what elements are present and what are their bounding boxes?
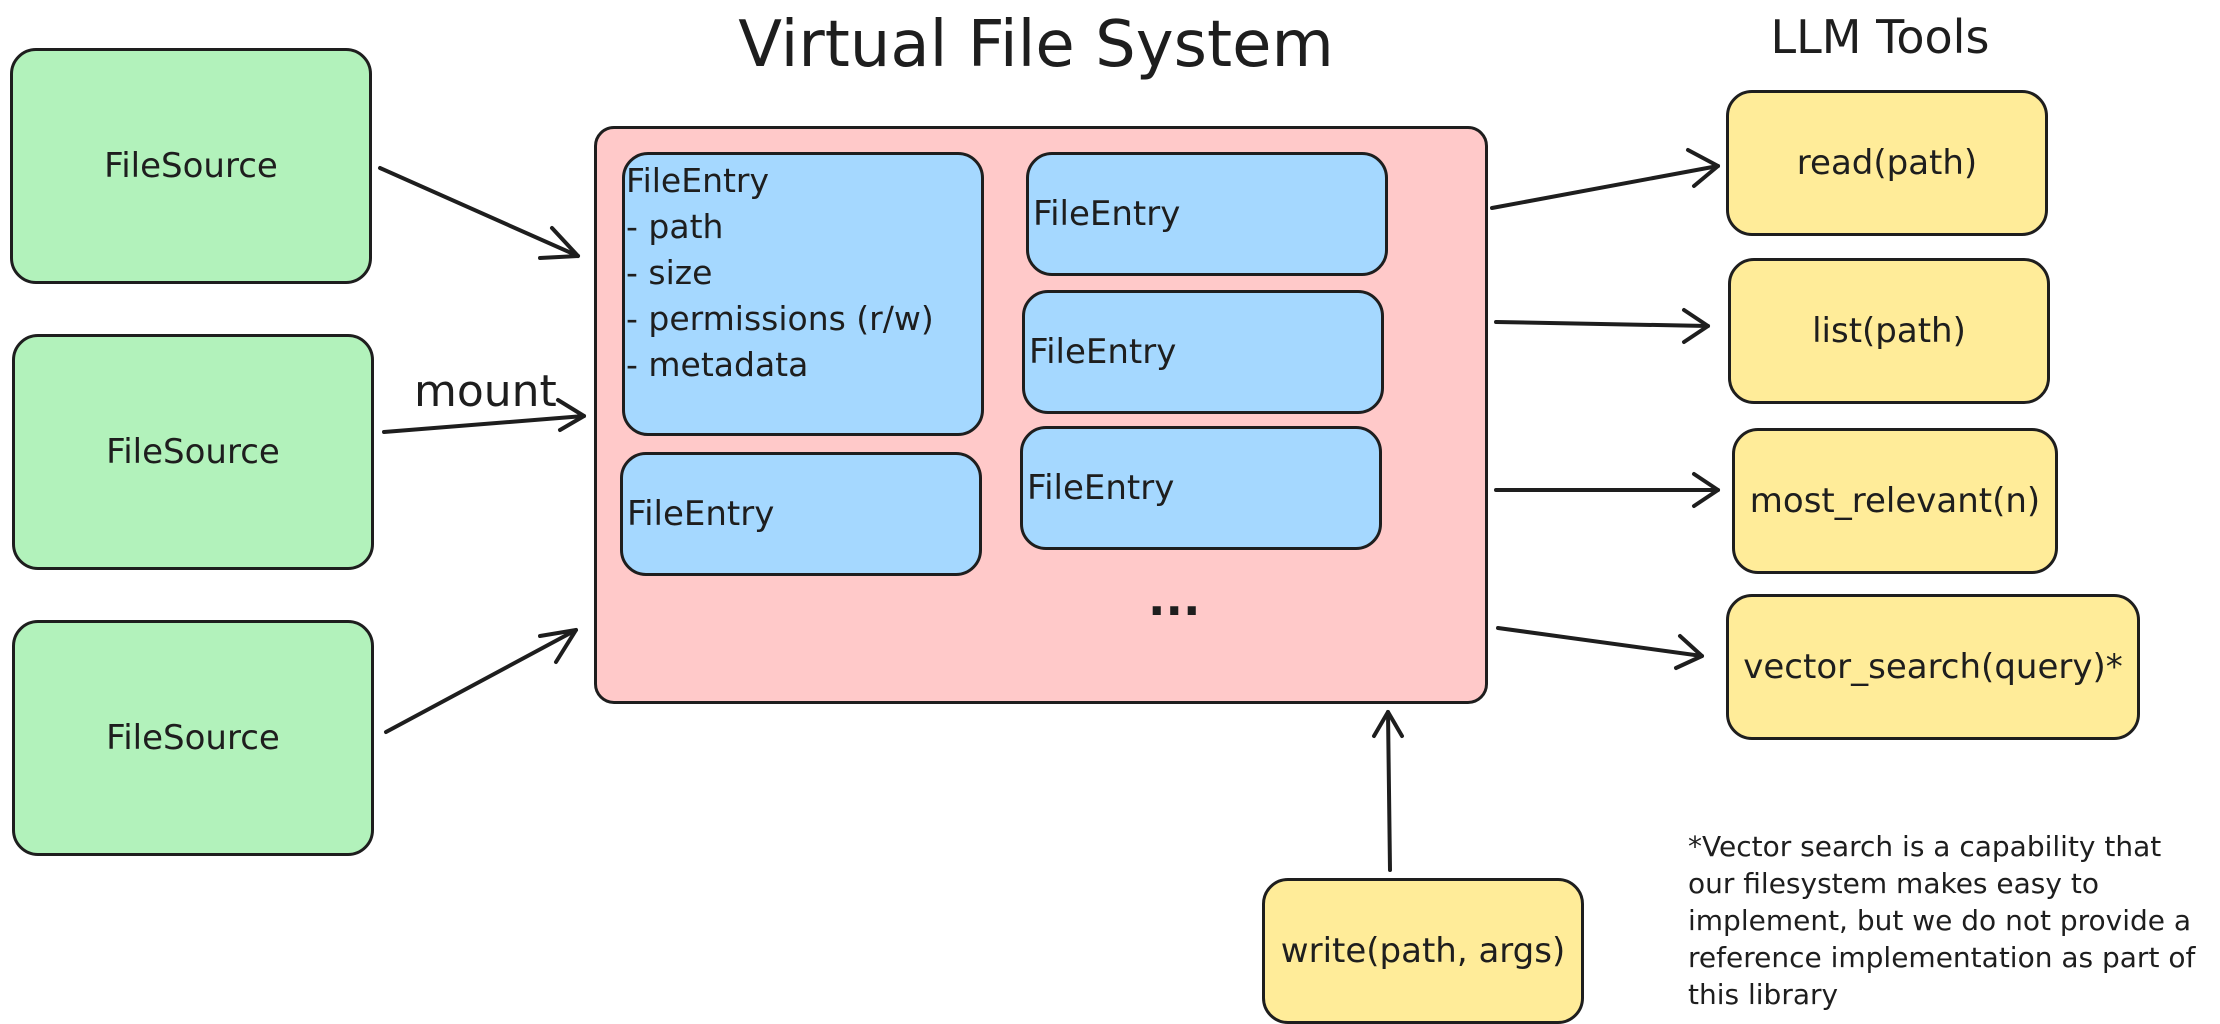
tool-label: write(path, args) (1280, 931, 1566, 971)
tool-label: most_relevant(n) (1749, 481, 2041, 521)
footnote: *Vector search is a capability that our … (1688, 830, 2196, 1011)
tool-most-relevant: most_relevant(n) (1732, 428, 2058, 574)
file-entry-field-metadata: - metadata (626, 345, 809, 384)
file-entry-detailed (622, 152, 984, 436)
file-entry: FileEntry (1026, 152, 1388, 276)
file-source-3: FileSource (12, 620, 374, 856)
arrow-vfs-to-read (1490, 148, 1720, 210)
tool-label: list(path) (1812, 311, 1966, 351)
tool-write: write(path, args) (1262, 878, 1584, 1024)
diagram-title: Virtual File System (738, 8, 1334, 82)
file-source-label: FileSource (104, 146, 278, 186)
tools-heading: LLM Tools (1770, 10, 1990, 64)
more-entries-ellipsis: ... (1148, 572, 1201, 626)
file-entry-label: FileEntry (627, 494, 775, 534)
tool-read: read(path) (1726, 90, 2048, 236)
tool-label: vector_search(query)* (1743, 647, 2123, 687)
arrow-source2-to-vfs (382, 398, 586, 434)
arrow-source3-to-vfs (384, 628, 578, 734)
file-entry-label: FileEntry (1027, 468, 1175, 508)
file-entry-detail-text: FileEntry - path - size - permissions (r… (626, 158, 934, 388)
file-entry-label: FileEntry (1033, 194, 1181, 234)
file-entry: FileEntry (620, 452, 982, 576)
file-entry-label: FileEntry (1029, 332, 1177, 372)
file-entry-field-permissions: - permissions (r/w) (626, 299, 934, 338)
arrow-vfs-to-vector-search (1496, 626, 1704, 670)
file-entry-field-path: - path (626, 207, 724, 246)
arrow-write-to-vfs (1372, 710, 1404, 872)
file-source-label: FileSource (106, 432, 280, 472)
arrow-vfs-to-most-relevant (1494, 472, 1720, 508)
arrow-vfs-to-list (1494, 308, 1710, 344)
tool-vector-search: vector_search(query)* (1726, 594, 2140, 740)
mount-label: mount (414, 366, 557, 417)
tool-list: list(path) (1728, 258, 2050, 404)
arrow-source1-to-vfs (378, 166, 580, 260)
file-source-2: FileSource (12, 334, 374, 570)
file-source-1: FileSource (10, 48, 372, 284)
file-entry: FileEntry (1020, 426, 1382, 550)
tool-label: read(path) (1796, 143, 1978, 183)
file-entry-title: FileEntry (626, 161, 770, 200)
file-entry: FileEntry (1022, 290, 1384, 414)
file-entry-field-size: - size (626, 253, 713, 292)
file-source-label: FileSource (106, 718, 280, 758)
